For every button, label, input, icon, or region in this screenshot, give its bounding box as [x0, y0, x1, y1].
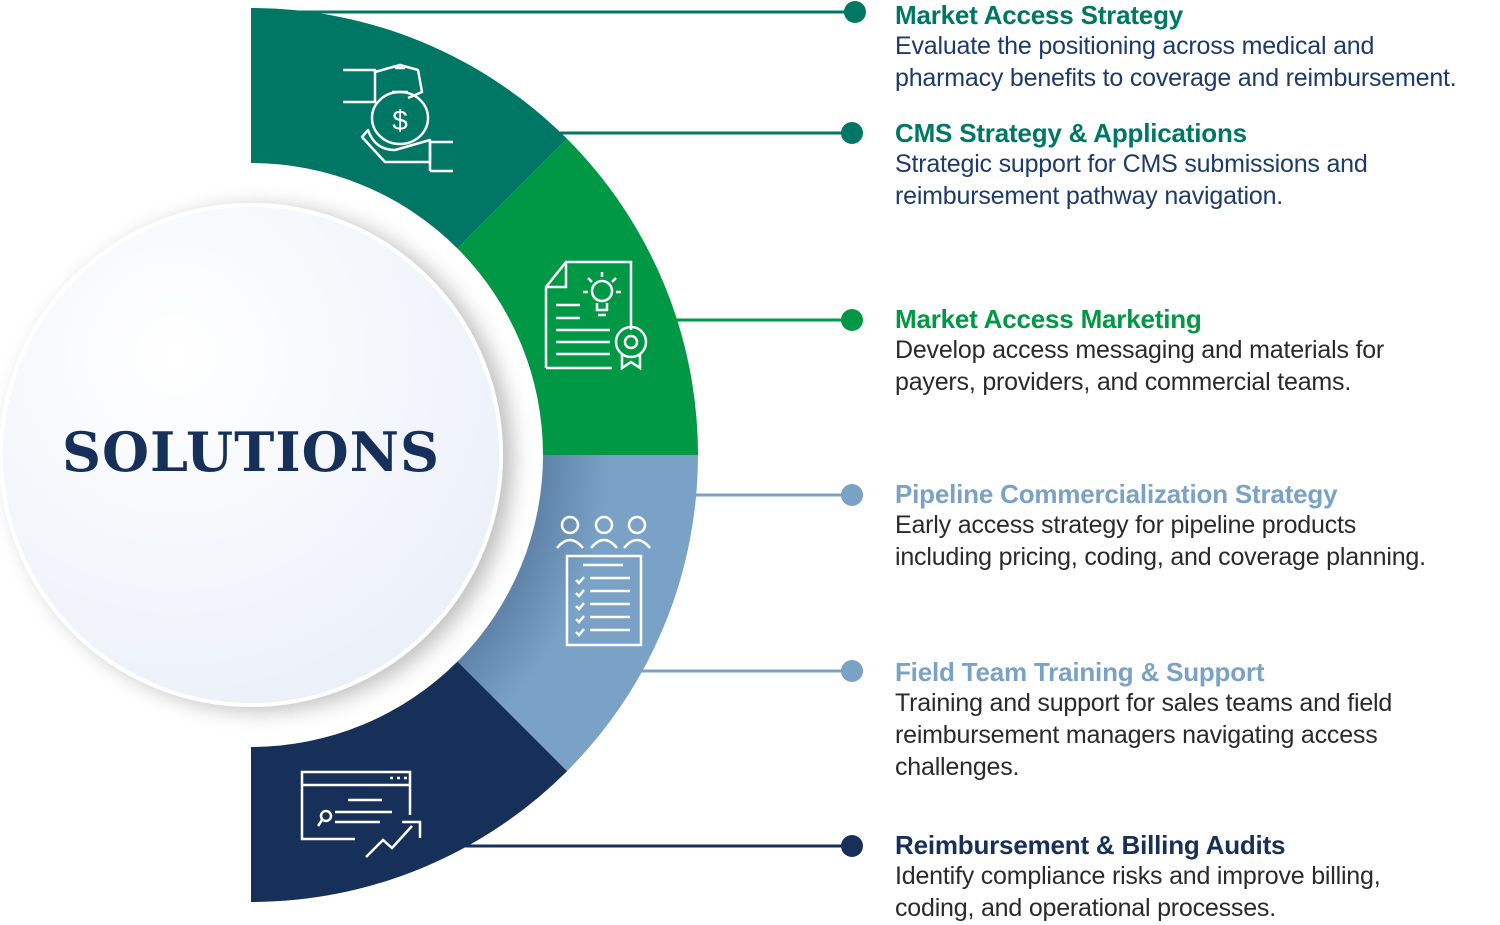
connector-dot-1: [844, 1, 866, 23]
solution-item-market-access-strategy: Market Access Strategy Evaluate the posi…: [895, 0, 1500, 94]
item-description-line: Evaluate the positioning across medical …: [895, 32, 1375, 60]
connector-dot-6: [841, 835, 863, 857]
connector-dot-5: [841, 660, 863, 682]
solution-item-cms-strategy: CMS Strategy & Applications Strategic su…: [895, 118, 1500, 212]
certificate-lightbulb-icon: [544, 260, 648, 371]
center-title: SOLUTIONS: [62, 420, 440, 484]
segment-teal: [251, 7, 568, 249]
center-circle: [0, 203, 503, 707]
item-description-line: challenges.: [895, 753, 1020, 781]
item-title: Market Access Strategy: [895, 0, 1184, 30]
item-title: Market Access Marketing: [895, 304, 1202, 334]
connector-dot-4: [841, 484, 863, 506]
solution-item-field-team-training: Field Team Training & Support Training a…: [895, 657, 1500, 783]
item-description-line: including pricing, coding, and coverage …: [895, 543, 1426, 571]
item-title: Reimbursement & Billing Audits: [895, 830, 1286, 860]
svg-text:$: $: [392, 105, 408, 136]
item-title: CMS Strategy & Applications: [895, 118, 1247, 148]
item-title: Pipeline Commercialization Strategy: [895, 479, 1338, 509]
item-description-line: payers, providers, and commercial teams.: [895, 368, 1352, 396]
item-description-line: pharmacy benefits to coverage and reimbu…: [895, 64, 1457, 92]
browser-growth-icon: [300, 770, 422, 858]
item-title: Field Team Training & Support: [895, 657, 1265, 687]
item-description-line: Training and support for sales teams and…: [895, 689, 1393, 717]
solution-item-pipeline-commercialization: Pipeline Commercialization Strategy Earl…: [895, 479, 1500, 573]
money-bag-hand-icon: $: [343, 63, 453, 173]
solution-item-reimbursement-audits: Reimbursement & Billing Audits Identify …: [895, 830, 1500, 924]
item-description-line: Early access strategy for pipeline produ…: [895, 511, 1357, 539]
team-checklist-icon: [556, 515, 651, 647]
item-description-line: reimbursement managers navigating access: [895, 721, 1378, 749]
segment-green: [457, 138, 698, 455]
connector-dot-2: [841, 122, 863, 144]
item-description-line: Identify compliance risks and improve bi…: [895, 862, 1381, 890]
connector-dot-3: [841, 309, 863, 331]
solution-item-market-access-marketing: Market Access Marketing Develop access m…: [895, 304, 1500, 398]
item-description-line: Strategic support for CMS submissions an…: [895, 150, 1368, 178]
item-description-line: coding, and operational processes.: [895, 894, 1276, 922]
item-description-line: reimbursement pathway navigation.: [895, 182, 1284, 210]
item-description-line: Develop access messaging and materials f…: [895, 336, 1385, 364]
